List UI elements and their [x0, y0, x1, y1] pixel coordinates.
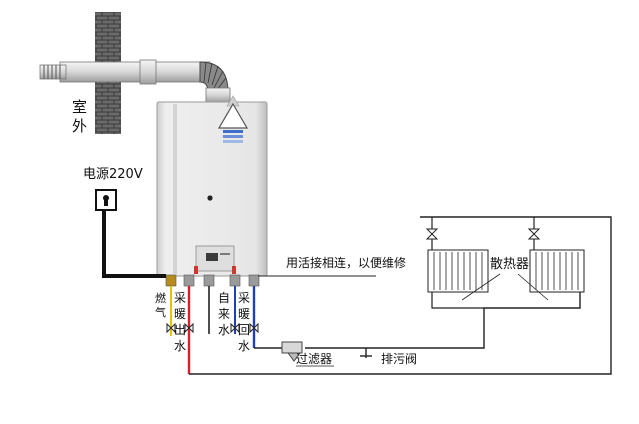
return-main-cont	[305, 290, 581, 349]
filter-icon	[281, 341, 303, 362]
flue-pipe	[39, 59, 231, 103]
gas-label-2: 气	[155, 305, 166, 319]
union-note: 用活接相连，以便维修	[286, 255, 406, 270]
valve-icon	[425, 228, 541, 240]
outdoor-label-1: 室	[72, 98, 87, 116]
left-radiator-return	[431, 292, 484, 309]
radiator-label: 散热器	[490, 257, 529, 272]
heating-out-label-3: 出	[174, 323, 186, 337]
drain-valve-icon	[360, 348, 372, 358]
tap-water-label-2: 来	[218, 307, 230, 321]
power-socket-icon	[95, 189, 117, 211]
left-radiator	[427, 249, 489, 293]
heating-return-label-2: 暖	[238, 307, 250, 321]
power-cable	[102, 210, 166, 278]
heating-out-label-2: 暖	[174, 307, 186, 321]
heating-return-label-3: 回	[238, 323, 250, 337]
heating-out-label-4: 水	[174, 339, 186, 353]
brand-logo-icon	[217, 102, 249, 143]
supply-main	[189, 216, 612, 375]
outdoor-label-2: 外	[72, 117, 87, 135]
tap-water-label-1: 自	[218, 291, 230, 305]
filter-label: 过滤器	[296, 352, 332, 366]
valve-icon	[166, 322, 259, 334]
wall-boiler	[156, 95, 268, 277]
drain-valve-label: 排污阀	[381, 352, 417, 366]
heating-return-label-1: 采	[238, 291, 250, 305]
power-label: 电源220V	[83, 167, 143, 182]
tap-water-label-3: 水	[218, 323, 230, 337]
heating-out-label-1: 采	[174, 291, 186, 305]
gas-label-1: 燃	[155, 291, 166, 305]
right-radiator	[529, 249, 585, 293]
heating-return-label-4: 水	[238, 339, 250, 353]
viewing-hole-icon	[207, 195, 213, 201]
boiler-fittings	[165, 274, 260, 287]
